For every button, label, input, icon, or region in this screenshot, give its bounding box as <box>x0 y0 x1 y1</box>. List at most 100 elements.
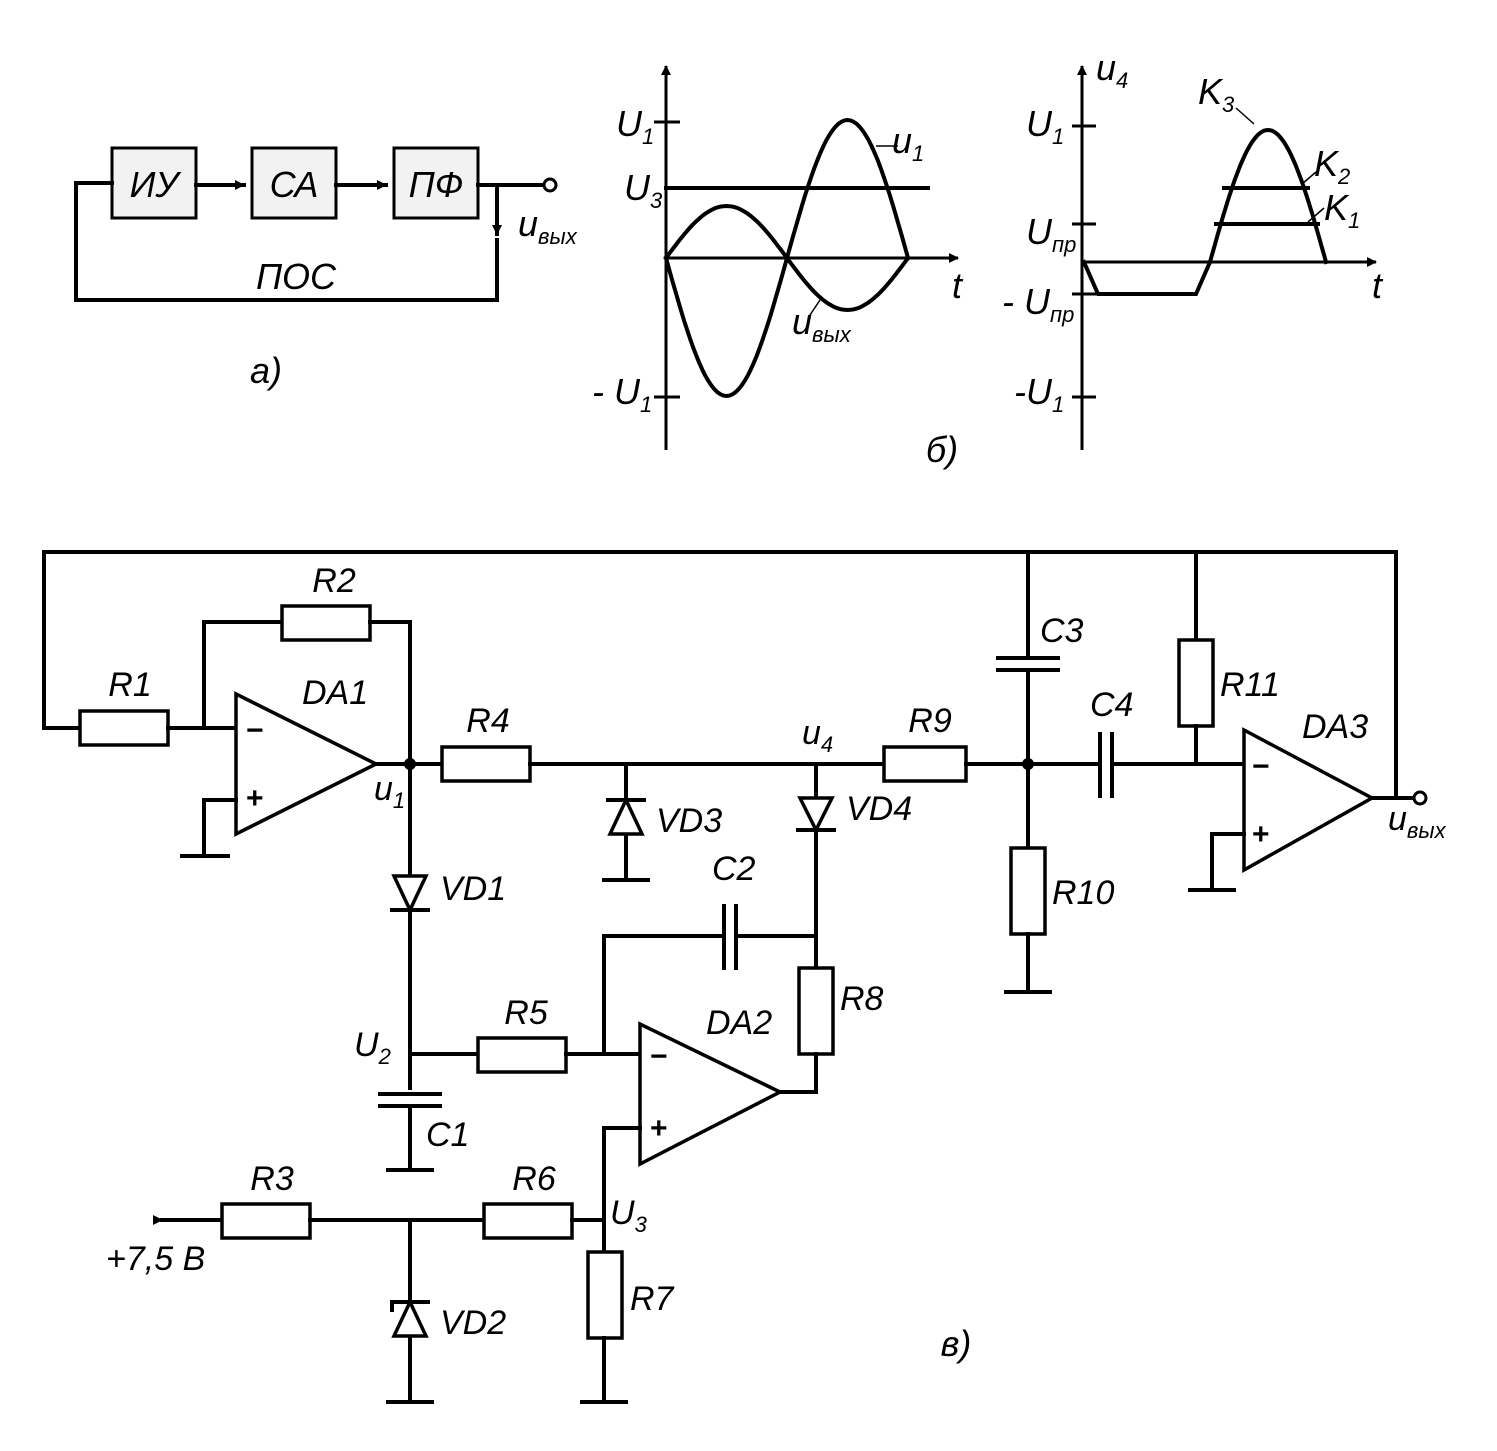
label-r3: R3 <box>250 1160 294 1198</box>
wire-top-bus <box>42 550 1398 800</box>
label-r2: R2 <box>312 562 356 600</box>
resistor-r10 <box>1009 846 1047 936</box>
resistor-r4 <box>440 745 532 783</box>
wire-da3-plus-ground <box>1210 832 1246 892</box>
resistor-r8 <box>797 966 835 1056</box>
label-node-u1: u1 <box>374 770 405 813</box>
da3-minus: − <box>1252 750 1270 783</box>
t-label-left: t <box>952 265 964 306</box>
label-c2: C2 <box>712 850 756 888</box>
curve-label-u1: u1 <box>892 120 924 166</box>
da1-minus: − <box>246 714 264 747</box>
opamp-da1 <box>234 691 380 837</box>
block-iu-label: ИУ <box>130 164 182 205</box>
resistor-r5 <box>476 1036 568 1074</box>
label-node-u2: U2 <box>354 1026 391 1069</box>
label-u3: U3 <box>624 167 663 213</box>
wire-c2-left <box>602 934 726 1056</box>
uout-curve <box>663 203 911 313</box>
r-label-u1: U1 <box>1026 103 1064 149</box>
da2-plus: + <box>650 1112 668 1145</box>
label-da2: DA2 <box>706 1004 772 1042</box>
block-sa <box>250 146 338 220</box>
label-node-u4: u4 <box>802 714 833 757</box>
uout-leader <box>807 299 821 319</box>
label-minus-u1: - U1 <box>592 371 652 417</box>
resistor-r7 <box>586 1250 624 1340</box>
feedback-loop-wire <box>74 181 499 302</box>
caption-a: а) <box>250 350 282 391</box>
k3-leader <box>1235 107 1255 125</box>
label-r9: R9 <box>908 702 952 740</box>
wire-r8-da2-out <box>778 1052 818 1094</box>
resistor-r3 <box>220 1202 312 1240</box>
label-k3: K3 <box>1198 71 1235 117</box>
label-c3: C3 <box>1040 612 1084 650</box>
diode-vd3 <box>607 795 645 836</box>
label-node-u3: U3 <box>610 1194 648 1237</box>
waveform-plot-left: U1 U3 - U1 t u1 uвых <box>592 65 964 450</box>
resistor-r2 <box>280 604 372 642</box>
label-c4: C4 <box>1090 686 1133 724</box>
label-da3: DA3 <box>1302 708 1368 746</box>
wire-da1-plus-ground <box>202 798 238 858</box>
diode-vd4 <box>797 796 835 834</box>
u4-clamped-negative <box>1081 259 1213 296</box>
block-diagram-a: ИУ СА ПФ uвых ПОС а) <box>74 146 578 391</box>
label-r11: R11 <box>1220 666 1280 704</box>
label-r10: R10 <box>1052 874 1114 912</box>
k1-leader <box>1307 207 1325 223</box>
label-r4: R4 <box>466 702 509 740</box>
resistor-r11 <box>1177 638 1215 728</box>
caption-b: б) <box>926 429 958 470</box>
label-vd1: VD1 <box>440 870 506 908</box>
label-r7: R7 <box>630 1280 675 1318</box>
label-supply: +7,5 В <box>106 1240 205 1278</box>
t-label-right: t <box>1372 265 1384 306</box>
da1-plus: + <box>246 782 264 815</box>
wire-r2-left <box>202 620 284 730</box>
axis-label-u4: u4 <box>1096 47 1128 93</box>
label-c1: C1 <box>426 1116 469 1154</box>
label-output-c: uвых <box>1388 800 1447 843</box>
label-r6: R6 <box>512 1160 556 1198</box>
label-k2: K2 <box>1314 143 1350 189</box>
da3-plus: + <box>1252 818 1270 851</box>
output-terminal-c <box>1412 790 1428 806</box>
label-vd2: VD2 <box>440 1304 506 1342</box>
block-pf <box>392 146 480 220</box>
label-vd4: VD4 <box>846 790 912 828</box>
resistor-r1 <box>78 709 170 747</box>
block-pf-label: ПФ <box>409 164 464 205</box>
curve-label-uout: uвых <box>792 301 852 347</box>
caption-c: в) <box>941 1323 972 1364</box>
vd2-zener-bar <box>390 1300 430 1312</box>
output-label: uвых <box>518 203 578 249</box>
wire-r2-right <box>368 620 412 766</box>
label-k1: K1 <box>1324 187 1360 233</box>
waveform-plot-right: u4 U1 Uпр - Uпр -U1 t K3 K2 K1 б) <box>926 47 1384 470</box>
da2-minus: − <box>650 1040 668 1073</box>
resistor-r9 <box>882 745 968 783</box>
r-label-minus-u1: -U1 <box>1014 371 1064 417</box>
block-sa-label: СА <box>270 164 319 205</box>
r-label-minus-upr: - Uпр <box>1002 281 1074 327</box>
opamp-da2 <box>638 1021 784 1167</box>
diode-vd2 <box>391 1297 429 1338</box>
u4-positive-curve <box>1207 127 1329 265</box>
label-u1: U1 <box>616 103 654 149</box>
resistor-r6 <box>482 1202 574 1240</box>
output-terminal <box>542 177 558 193</box>
label-da1: DA1 <box>302 674 368 712</box>
label-r5: R5 <box>504 994 548 1032</box>
diode-vd1 <box>391 874 429 915</box>
label-r1: R1 <box>108 666 151 704</box>
r-label-upr: Uпр <box>1026 211 1076 257</box>
feedback-label: ПОС <box>256 256 337 297</box>
circuit-schematic-c: R1 R2 − + DA1 u1 R4 VD3 VD4 u4 <box>42 550 1447 1404</box>
wire-da2-plus-u3 <box>602 1126 642 1254</box>
label-vd3: VD3 <box>656 802 722 840</box>
k2-leader <box>1301 171 1317 185</box>
label-r8: R8 <box>840 980 884 1018</box>
